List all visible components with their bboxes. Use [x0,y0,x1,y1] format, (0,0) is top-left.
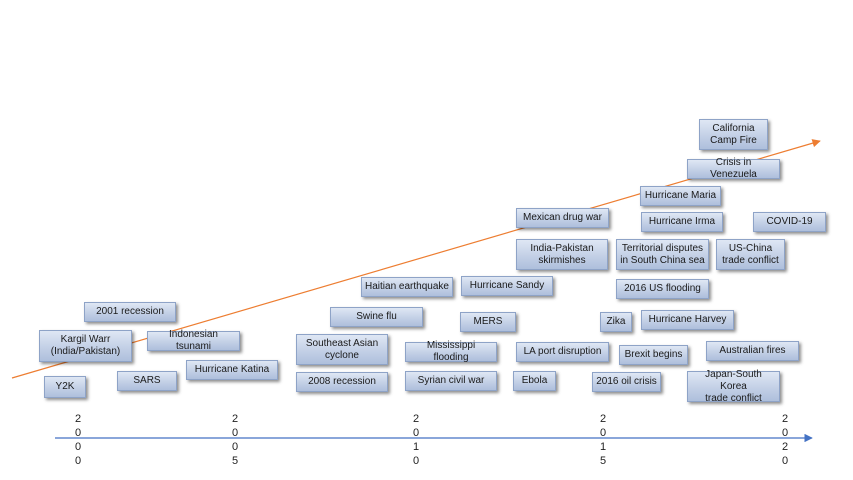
event-us-china-trade-conflict: US-China trade conflict [716,239,785,270]
event-hurricane-irma: Hurricane Irma [641,212,723,232]
event-2001-recession: 2001 recession [84,302,176,322]
event-mississippi-flooding: Mississippi flooding [405,340,497,363]
event-syrian-civil-war: Syrian civil war [405,371,497,391]
event-swine-flu: Swine flu [330,307,423,327]
event-y2k: Y2K [44,376,86,398]
event-2016-us-flooding: 2016 US flooding [616,279,709,299]
year-label-2015: 2 0 1 5 [599,413,607,467]
event-kargil-war: Kargil Warr (India/Pakistan) [39,330,132,362]
event-indonesian-tsunami: Indonesian tsunami [147,329,240,352]
event-haitian-earthquake: Haitian earthquake [361,277,453,297]
event-japan-south-korea-trade-conflict: Japan-South Korea trade conflict [687,369,780,404]
year-label-2020: 2 0 2 0 [781,413,789,467]
event-hurricane-sandy: Hurricane Sandy [461,276,553,296]
event-crisis-in-venezuela: Crisis in Venezuela [687,157,780,180]
event-mers: MERS [460,312,516,332]
event-hurricane-maria: Hurricane Maria [640,186,721,206]
event-covid-19: COVID-19 [753,212,826,232]
event-california-camp-fire: California Camp Fire [699,119,768,150]
event-la-port-disruption: LA port disruption [516,342,609,362]
event-2016-oil-crisis: 2016 oil crisis [592,372,661,392]
event-south-china-sea-disputes: Territorial disputes in South China sea [616,239,709,270]
event-mexican-drug-war: Mexican drug war [516,208,609,228]
event-india-pakistan-skirmishes: India-Pakistan skirmishes [516,239,608,270]
event-brexit-begins: Brexit begins [619,345,688,365]
event-sars: SARS [117,371,177,391]
event-ebola: Ebola [513,371,556,391]
event-australian-fires: Australian fires [706,341,799,361]
event-zika: Zika [600,312,632,332]
event-hurricane-harvey: Hurricane Harvey [641,310,734,330]
year-label-2010: 2 0 1 0 [412,413,420,467]
event-2008-recession: 2008 recession [296,372,388,392]
year-label-2000: 2 0 0 0 [74,413,82,467]
trend-arrow [11,139,821,379]
year-label-2005: 2 0 0 5 [231,413,239,467]
event-hurricane-katrina: Hurricane Katina [186,360,278,380]
event-southeast-asian-cyclone: Southeast Asian cyclone [296,334,388,365]
